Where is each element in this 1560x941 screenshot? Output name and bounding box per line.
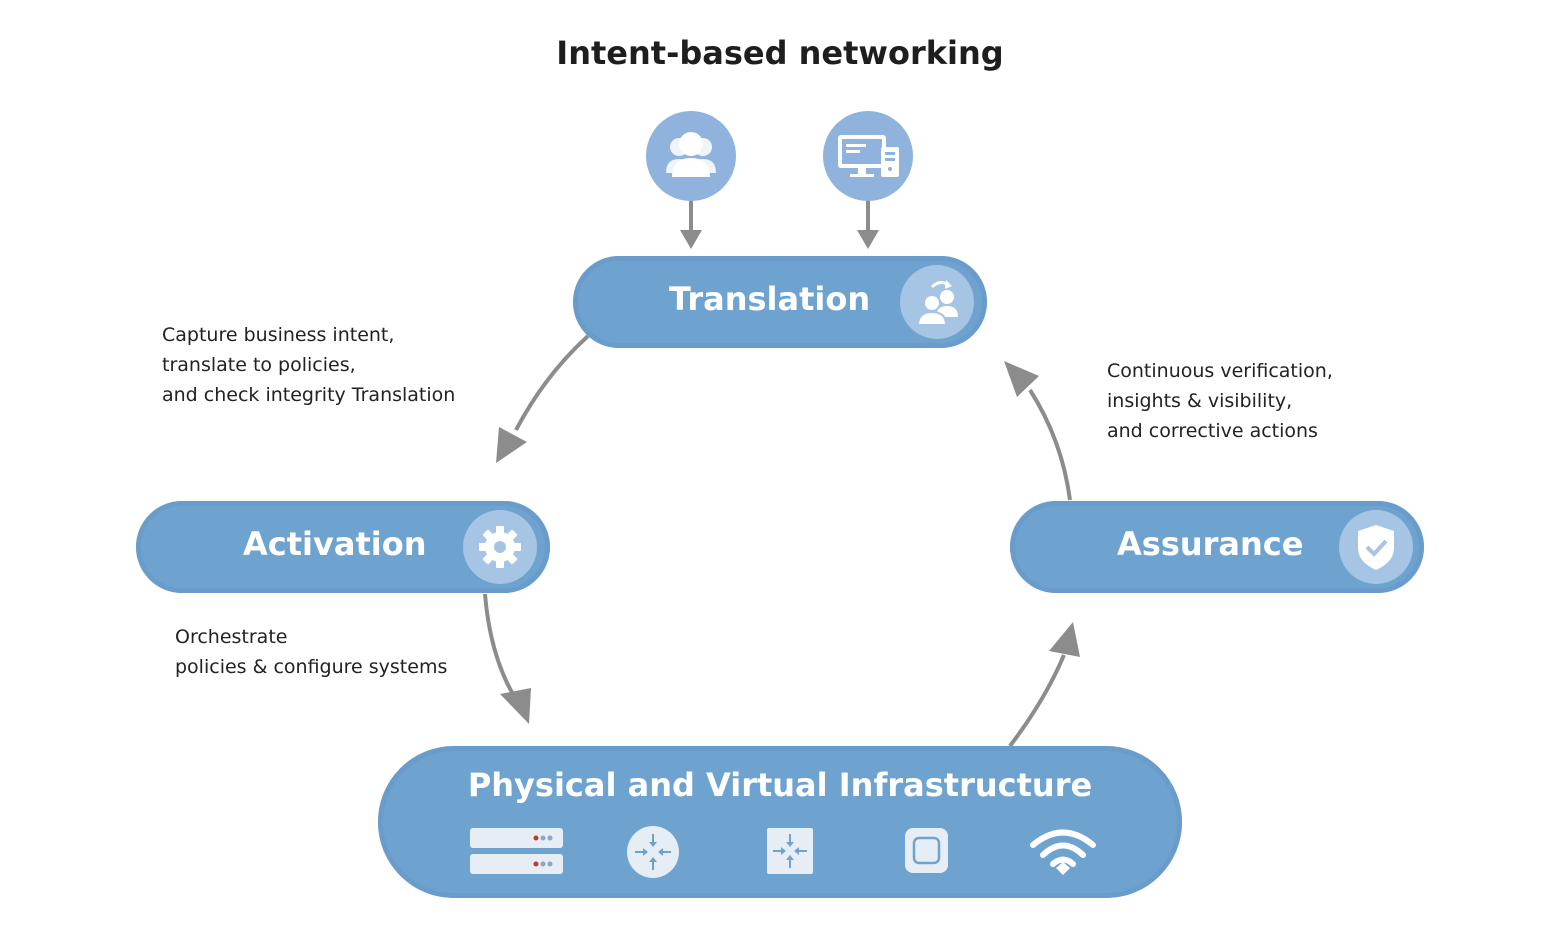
assurance-label: Assurance [1117,525,1304,563]
note-line: insights & visibility, [1107,390,1293,412]
diagram-title: Intent-based networking [556,34,1004,72]
gear-icon [463,510,537,584]
translation-stage: Translation [573,256,987,348]
arrow-assurance-to-translation [1004,361,1072,501]
users-icon [646,111,736,201]
assurance-note: Continuous verification, insights & visi… [1107,356,1333,446]
note-line: Orchestrate [175,626,288,648]
arrow-infrastructure-to-assurance [1008,622,1080,748]
note-line: policies & configure systems [175,656,448,678]
infrastructure-label: Physical and Virtual Infrastructure [467,766,1093,804]
wifi-icon [1030,828,1096,880]
server-rack-icon [470,828,564,880]
assurance-stage: Assurance [1010,501,1424,593]
activation-label: Activation [243,525,427,563]
translation-label: Translation [669,280,871,318]
input-arrow-computer [857,200,879,249]
virtual-node-icon [905,828,949,878]
note-line: translate to policies, [162,354,356,376]
note-line: Continuous verification, [1107,360,1333,382]
arrow-translation-to-activation [496,334,590,463]
computer-icon [823,111,913,201]
activation-note: Orchestrate policies & configure systems [175,622,447,682]
note-line: Capture business intent, [162,324,395,346]
arrow-activation-to-infrastructure [483,593,531,724]
shield-check-icon [1339,510,1413,584]
people-sync-icon [900,265,974,339]
translation-note: Capture business intent, translate to po… [162,320,455,410]
router-icon [627,826,679,882]
switch-icon [767,828,813,878]
note-line: and corrective actions [1107,420,1318,442]
note-line: and check integrity Translation [162,384,456,406]
infrastructure-stage: Physical and Virtual Infrastructure [378,746,1182,898]
input-arrow-users [680,200,702,249]
activation-stage: Activation [136,501,550,593]
